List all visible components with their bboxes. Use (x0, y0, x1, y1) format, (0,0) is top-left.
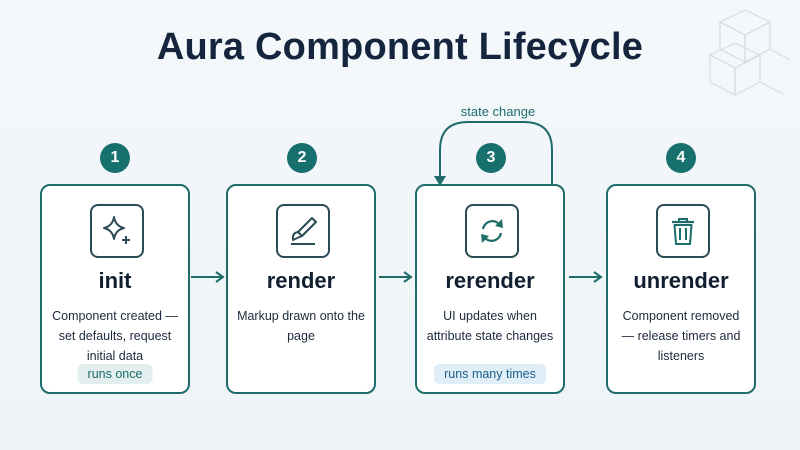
arrow-right-icon (191, 271, 225, 283)
stage-card-init: init Component created — set defaults, r… (40, 184, 190, 394)
refresh-icon (465, 204, 519, 258)
loop-label: state change (460, 104, 536, 119)
runs-many-times-pill: runs many times (434, 364, 546, 384)
step-badge-1: 1 (100, 143, 130, 173)
stage-name: rerender (445, 268, 535, 293)
step-badge-2: 2 (287, 143, 317, 173)
stage-description: UI updates when attribute state changes (426, 309, 554, 343)
runs-once-pill: runs once (77, 364, 153, 384)
stage-name: unrender (633, 268, 729, 293)
stage-card-render: render Markup drawn onto the page (226, 184, 376, 394)
trash-icon (656, 204, 710, 258)
step-badge-4: 4 (666, 143, 696, 173)
stage-name: init (98, 268, 132, 293)
diagram-title: Aura Component Lifecycle (156, 26, 644, 68)
arrow-right-icon (379, 271, 413, 283)
stage-description: Markup drawn onto the page (237, 309, 365, 343)
brush-icon (276, 204, 330, 258)
stage-card-unrender: unrender Component removed — release tim… (606, 184, 756, 394)
stage-description: Component created — set defaults, reques… (52, 309, 178, 363)
step-badge-3: 3 (476, 143, 506, 173)
stage-name: render (266, 268, 336, 293)
sparkle-icon (90, 204, 144, 258)
arrow-right-icon (569, 271, 603, 283)
cube-decoration (708, 10, 791, 96)
stage-description: Component removed — release timers and l… (621, 309, 741, 363)
stage-card-rerender: rerender UI updates when attribute state… (415, 184, 565, 394)
